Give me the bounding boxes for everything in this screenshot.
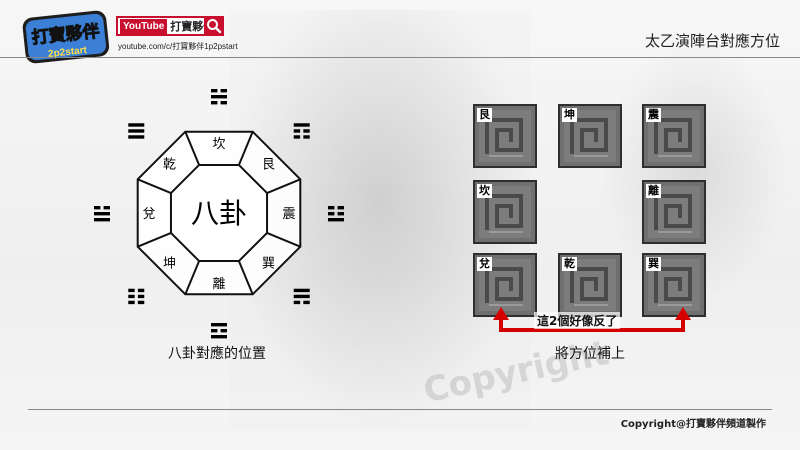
direction-tile[interactable]: 艮 xyxy=(473,104,537,168)
trigram-label: 兌 xyxy=(142,207,155,222)
tiles-caption: 將方位補上 xyxy=(555,346,625,362)
bagua-divider xyxy=(184,260,201,295)
footer-divider xyxy=(28,409,772,410)
bagua-divider xyxy=(137,231,172,248)
youtube-wordmark: YouTube xyxy=(120,18,168,34)
tile-label: 離 xyxy=(646,184,661,198)
direction-tile[interactable]: 坎 xyxy=(473,180,537,244)
bagua-divider xyxy=(137,178,172,195)
tile-label: 巽 xyxy=(646,257,661,271)
direction-tile[interactable]: 震 xyxy=(642,104,706,168)
bagua-caption: 八卦對應的位置 xyxy=(168,346,266,362)
copyright-text: Copyright@打寶夥伴頻道製作 xyxy=(620,419,766,430)
trigram-label: 坎 xyxy=(212,137,225,152)
direction-tile[interactable]: 離 xyxy=(642,180,706,244)
channel-url[interactable]: youtube.com/c/打寶夥伴1p2pstart xyxy=(118,42,238,51)
tile-label: 艮 xyxy=(477,108,492,122)
maze-pattern-icon xyxy=(479,259,531,311)
trigram-symbol-icon xyxy=(94,206,110,222)
tile-label: 乾 xyxy=(562,257,577,271)
tile-label: 兌 xyxy=(477,257,492,271)
trigram-symbol-icon xyxy=(128,288,145,305)
maze-pattern-icon xyxy=(648,186,700,238)
maze-pattern-icon xyxy=(648,110,700,162)
tile-label: 坤 xyxy=(562,108,577,122)
youtube-channel-link[interactable]: YouTube 打寶夥伴 xyxy=(116,16,222,36)
maze-pattern-icon xyxy=(479,186,531,238)
channel-name: 打寶夥伴 xyxy=(170,20,215,33)
bagua-divider xyxy=(184,131,201,166)
trigram-label: 坤 xyxy=(163,256,176,271)
page-title: 太乙演陣台對應方位 xyxy=(644,32,780,50)
channel-logo: 打寶夥伴 2p2start xyxy=(22,10,110,64)
direction-tile[interactable]: 巽 xyxy=(642,253,706,317)
svg-text:2p2start: 2p2start xyxy=(48,45,89,60)
direction-tile[interactable]: 兌 xyxy=(473,253,537,317)
trigram-label: 離 xyxy=(212,277,225,292)
tile-label: 坎 xyxy=(477,184,492,198)
direction-tile[interactable]: 坤 xyxy=(558,104,622,168)
tile-label: 震 xyxy=(646,108,661,122)
search-button[interactable] xyxy=(204,16,224,36)
trigram-label: 乾 xyxy=(163,158,176,173)
callout-label: 這2個好像反了 xyxy=(534,312,621,329)
trigram-symbol-icon xyxy=(211,89,227,105)
search-icon xyxy=(207,19,222,34)
trigram-symbol-icon xyxy=(211,323,227,339)
direction-tile[interactable]: 乾 xyxy=(558,253,622,317)
trigram-symbol-icon xyxy=(128,123,145,139)
header-divider xyxy=(0,57,800,58)
